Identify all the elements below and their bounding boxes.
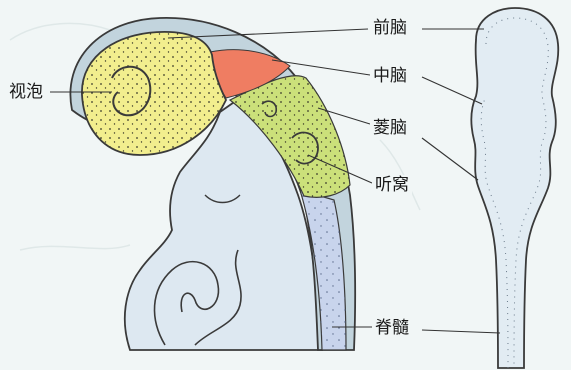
label-optic-vesicle: 视泡 [6,82,46,102]
label-midbrain: 中脑 [370,66,410,86]
neural-tube [471,8,558,368]
leader-hindbrain-right [422,138,478,180]
label-hindbrain: 菱脑 [370,118,410,138]
label-otic-pit: 听窝 [372,175,412,195]
label-forebrain: 前脑 [370,18,410,38]
leader-spinal-cord-right [422,330,500,333]
label-spinal-cord: 脊髓 [372,318,412,338]
leader-midbrain-right [422,77,482,104]
